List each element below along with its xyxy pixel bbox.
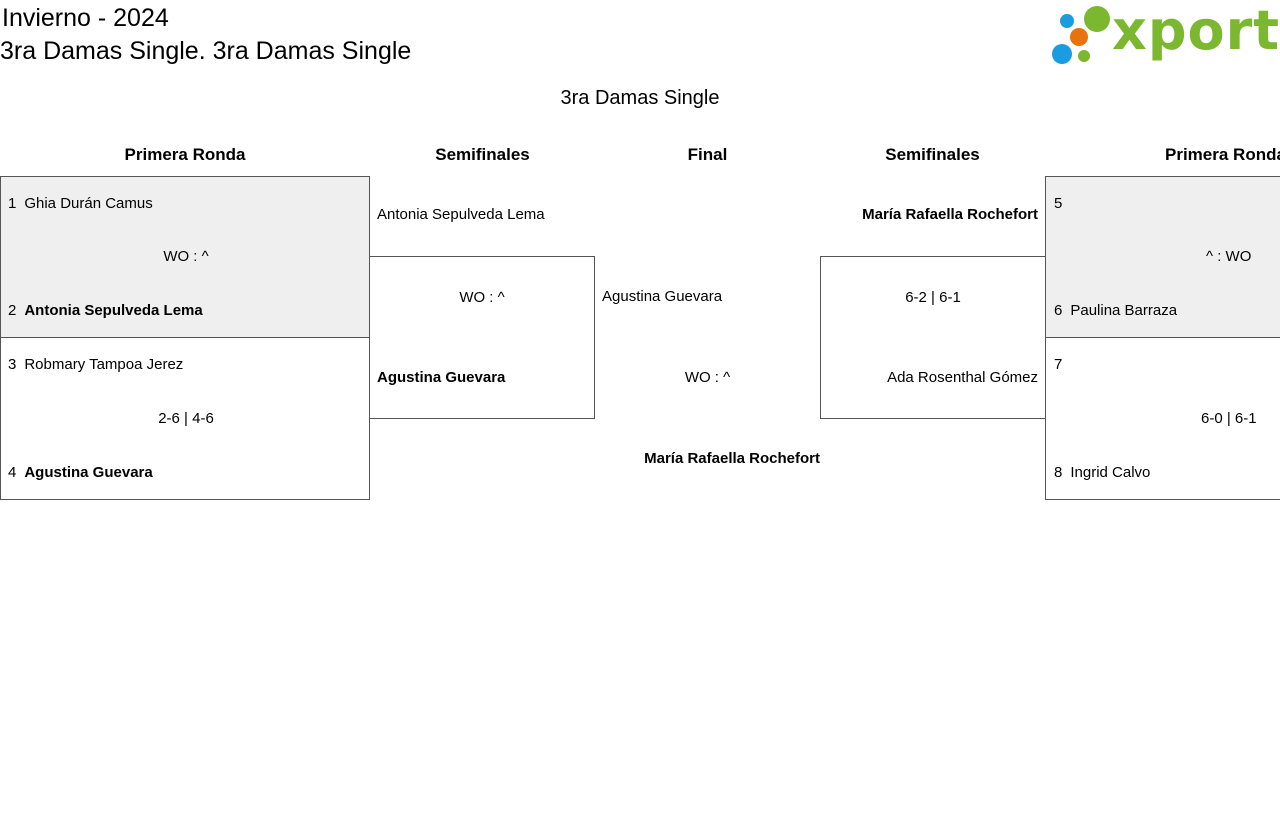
player-name-winner: Antonia Sepulveda Lema — [24, 302, 203, 319]
match-score: 2-6 | 4-6 — [158, 410, 214, 427]
final-player-1: Agustina Guevara — [602, 288, 723, 305]
logo-dot-blue-icon — [1060, 14, 1074, 28]
seed-number: 1 — [8, 195, 17, 212]
seed-number: 4 — [8, 464, 17, 481]
semi-right-player-2: Ada Rosenthal Gómez — [887, 369, 1038, 386]
final-winner: María Rafaella Rochefort — [644, 450, 820, 467]
seed-number: 7 — [1054, 356, 1063, 373]
player-name: Robmary Tampoa Jerez — [24, 356, 184, 373]
semi-left-player-2: Agustina Guevara — [377, 369, 506, 386]
draw-title: 3ra Damas Single — [560, 87, 720, 109]
player-name: Ingrid Calvo — [1070, 464, 1151, 481]
player-name: Ghia Durán Camus — [24, 195, 153, 212]
logo-dot-blue-large-icon — [1052, 44, 1072, 64]
match-score: ^ : WO — [1206, 248, 1252, 265]
final-score: WO : ^ — [684, 369, 731, 386]
logo-text: xporty — [1112, 0, 1280, 62]
player-slot-2: 2 Antonia Sepulveda Lema — [8, 301, 203, 321]
player-slot-4: 4 Agustina Guevara — [8, 463, 153, 483]
seed-number: 2 — [8, 302, 17, 319]
match-left-2[interactable]: 3 Robmary Tampoa Jerez 2-6 | 4-6 4 Agustin… — [0, 337, 370, 500]
column-right-first-round: Primera Ronda — [1165, 145, 1280, 164]
match-right-2[interactable]: 7 6-0 | 6-1 8 Ingrid Calvo — [1045, 337, 1280, 500]
column-right-semifinals: Semifinales — [885, 145, 980, 164]
player-slot-5: 5 — [1054, 194, 1070, 214]
match-right-1[interactable]: 5 ^ : WO 6 Paulina Barraza — [1045, 176, 1280, 338]
seed-number: 3 — [8, 356, 17, 373]
match-score: 6-0 | 6-1 — [1201, 410, 1257, 427]
seed-number: 5 — [1054, 195, 1063, 212]
semi-right-player-1: María Rafaella Rochefort — [862, 206, 1038, 223]
player-slot-3: 3 Robmary Tampoa Jerez — [8, 355, 183, 375]
column-left-first-round: Primera Ronda — [124, 145, 246, 164]
match-score: 6-2 | 6-1 — [905, 289, 961, 306]
tournament-category: 3ra Damas Single. 3ra Damas Single — [0, 37, 412, 65]
semi-left-player-1: Antonia Sepulveda Lema — [377, 206, 545, 223]
match-score: WO : ^ — [459, 289, 505, 306]
match-score: WO : ^ — [163, 248, 209, 265]
player-name-winner: Agustina Guevara — [24, 464, 153, 481]
column-final: Final — [687, 145, 728, 164]
match-right-semifinal[interactable]: 6-2 | 6-1 Ada Rosenthal Gómez — [820, 256, 1046, 419]
logo-dot-green-icon — [1084, 6, 1110, 32]
player-slot-8: 8 Ingrid Calvo — [1054, 463, 1150, 483]
logo-dot-green-small-icon — [1078, 50, 1090, 62]
seed-number: 8 — [1054, 464, 1063, 481]
player-slot-6: 6 Paulina Barraza — [1054, 301, 1177, 321]
column-left-semifinals: Semifinales — [435, 145, 530, 164]
seed-number: 6 — [1054, 302, 1063, 319]
player-slot-1: 1 Ghia Durán Camus — [8, 194, 153, 214]
match-left-1[interactable]: 1 Ghia Durán Camus WO : ^ 2 Antonia Sepulv… — [0, 176, 370, 338]
logo-dot-orange-icon — [1070, 28, 1088, 46]
player-name: Paulina Barraza — [1070, 302, 1178, 319]
tournament-season: Invierno - 2024 — [2, 4, 169, 32]
match-left-semifinal[interactable]: WO : ^ Agustina Guevara — [369, 256, 595, 419]
player-slot-7: 7 — [1054, 355, 1070, 375]
xporty-logo: xporty — [1050, 0, 1280, 66]
